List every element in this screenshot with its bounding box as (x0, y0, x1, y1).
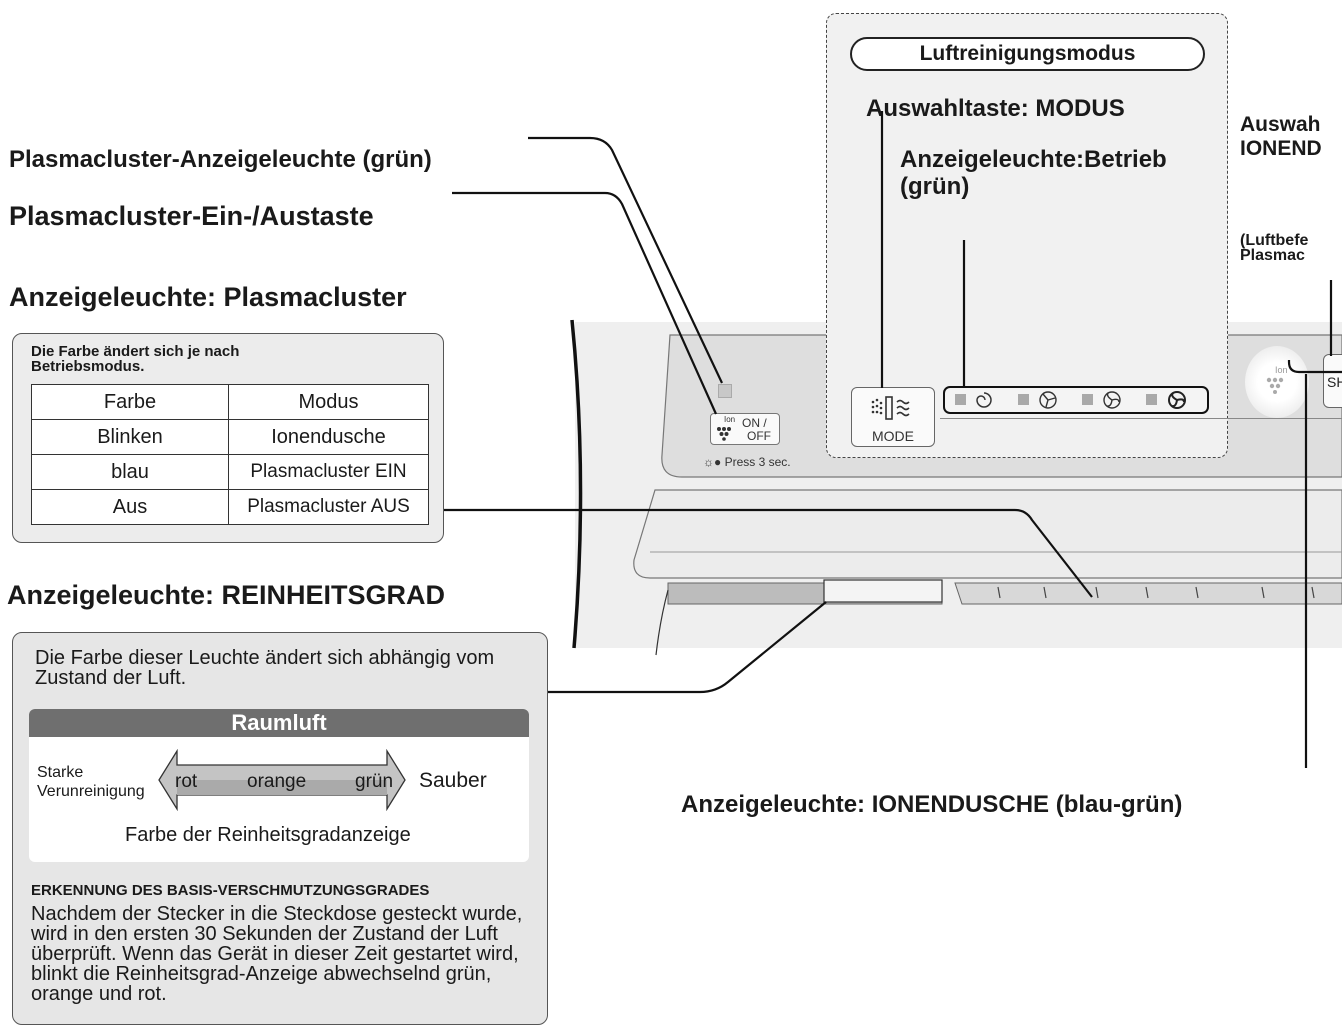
reinheitsgrad-description: Die Farbe dieser Leuchte ändert sich abh… (35, 647, 495, 689)
plasmacluster-indicator-lamp (718, 384, 732, 398)
color-scale-arrow (158, 749, 406, 811)
fan-low-icon (1039, 391, 1057, 409)
table-cell: Plasmacluster EIN (228, 454, 429, 490)
label-ion-select-2: IONEND (1240, 137, 1322, 160)
arrow-color-gruen: grün (355, 771, 394, 792)
label-mode-select: Auswahltaste: MODUS (866, 95, 1125, 122)
dirty-label-line1: Starke (37, 764, 84, 781)
air-purify-icon (871, 396, 910, 420)
svg-text:Ion: Ion (1275, 365, 1288, 375)
arrow-color-rot: rot (175, 771, 198, 792)
leader-pc-button (452, 191, 718, 415)
onoff-bottom-text: OFF (747, 429, 771, 443)
ion-shower-lamp: Ion (1245, 346, 1309, 418)
table-cell: blau (31, 454, 229, 490)
dirty-label-line2: Verunreinigung (37, 783, 145, 800)
table-header-cell: Modus (228, 384, 429, 420)
label-plasmacluster-button: Plasmacluster-Ein-/Austaste (9, 201, 374, 231)
onoff-top-text: ON / (742, 416, 767, 430)
fan-high-icon (1168, 391, 1186, 409)
mode-pill: Luftreinigungsmodus (850, 37, 1205, 71)
mode-button[interactable]: MODE (851, 387, 935, 447)
plasmacluster-on-off-button[interactable]: Ion ON / OFF (710, 413, 780, 445)
reinheit-lamp (823, 579, 943, 603)
sh-button-label: SH (1327, 374, 1342, 390)
leader-pc-box (444, 508, 1093, 598)
scale-caption: Farbe der Reinheitsgradanzeige (125, 824, 411, 846)
auto-fan-icon (976, 392, 992, 408)
table-cell: Ionendusche (228, 419, 429, 455)
fan-speed-indicators (955, 391, 1186, 409)
label-operation-lamp-color: (grün) (900, 173, 970, 200)
label-reinheitsgrad: Anzeigeleuchte: REINHEITSGRAD (7, 580, 446, 610)
plasmacluster-color-box: Die Farbe ändert sich je nach Betriebsmo… (12, 333, 444, 543)
press-hint: ☼● Press 3 sec. (703, 455, 791, 469)
operation-indicator-group (943, 386, 1209, 414)
detection-heading: ERKENNUNG DES BASIS-VERSCHMUTZUNGSGRADES (31, 882, 430, 899)
label-ion-note-2: Plasmac (1240, 247, 1305, 264)
press-hint-text: Press 3 sec. (724, 455, 791, 469)
lock-icon: ● (714, 455, 722, 469)
table-row: Blinken Ionendusche (31, 419, 429, 455)
ion-shower-button[interactable]: SH (1323, 354, 1342, 408)
table-cell: Plasmacluster AUS (228, 489, 429, 525)
sun-icon: ☼ (703, 455, 714, 469)
ion-plasmacluster-icon: Ion (1266, 365, 1288, 394)
label-ion-note-1: (Luftbefe (1240, 232, 1309, 249)
label-operation-lamp: Anzeigeleuchte:Betrieb (900, 146, 1167, 173)
table-row: Aus Plasmacluster AUS (31, 489, 429, 525)
table-header-row: Farbe Modus (31, 384, 429, 420)
ion-small-label: Ion (724, 415, 736, 424)
arrow-color-orange: orange (247, 771, 307, 792)
table-cell: Aus (31, 489, 229, 525)
mode-button-label: MODE (872, 428, 914, 444)
label-plasmacluster-indicator: Plasmacluster-Anzeigeleuchte (grün) (9, 146, 432, 173)
front-groove (633, 489, 1342, 579)
room-air-panel: Raumluft Starke Verunreinigung rot orang… (29, 709, 529, 862)
label-ion-shower-lamp: Anzeigeleuchte: IONENDUSCHE (blau-grün) (681, 791, 1183, 818)
label-ion-select-1: Auswah (1240, 113, 1321, 136)
reinheitsgrad-box: Die Farbe dieser Leuchte ändert sich abh… (12, 632, 548, 1025)
table-header-cell: Farbe (31, 384, 229, 420)
leader-rg-box (548, 601, 827, 694)
indicator-baseline (940, 418, 1342, 419)
detection-text: Nachdem der Stecker in die Steckdose ges… (31, 903, 523, 1005)
room-air-title: Raumluft (29, 709, 529, 737)
leader-ion-lamp (1287, 360, 1342, 768)
clean-label: Sauber (419, 769, 487, 792)
table-cell: Blinken (31, 419, 229, 455)
label-plasmacluster-lamp: Anzeigeleuchte: Plasmacluster (9, 282, 407, 312)
table-row: blau Plasmacluster EIN (31, 454, 429, 490)
bottom-strip (667, 582, 943, 605)
plasmacluster-color-table: Farbe Modus Blinken Ionendusche blau Pla… (31, 384, 429, 525)
plasmacluster-box-title: Die Farbe ändert sich je nach Betriebsmo… (31, 343, 240, 375)
leader-pc-indicator (528, 136, 723, 384)
fan-medium-icon (1103, 391, 1121, 409)
